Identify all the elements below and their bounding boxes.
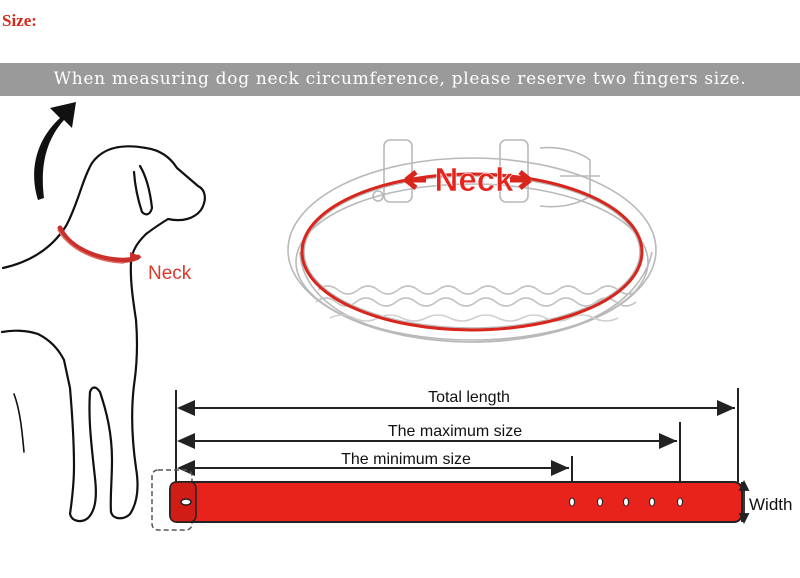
size-heading: Size: [2, 11, 37, 30]
maximum-size-label: The maximum size [388, 423, 522, 440]
measurement-lines [175, 388, 739, 482]
collar-neck-circle [300, 172, 644, 332]
dog-outline [0, 145, 206, 523]
collar-strap [151, 469, 743, 531]
dog-neck-strap [57, 225, 141, 263]
collar-right-arrow [510, 170, 532, 190]
collar-left-arrow [404, 170, 426, 190]
instruction-banner: When measuring dog neck circumference, p… [0, 63, 800, 96]
collar-sketch [287, 139, 657, 343]
collar-neck-label: Neck [435, 161, 515, 198]
width-label: Width [749, 495, 792, 514]
dog-neck-arrow [130, 252, 142, 262]
minimum-size-label: The minimum size [341, 451, 471, 468]
curved-arrow-icon [34, 102, 76, 200]
dog-neck-label: Neck [148, 263, 192, 284]
instruction-text: When measuring dog neck circumference, p… [53, 69, 747, 89]
width-arrow [738, 479, 750, 525]
total-length-label: Total length [428, 389, 510, 406]
